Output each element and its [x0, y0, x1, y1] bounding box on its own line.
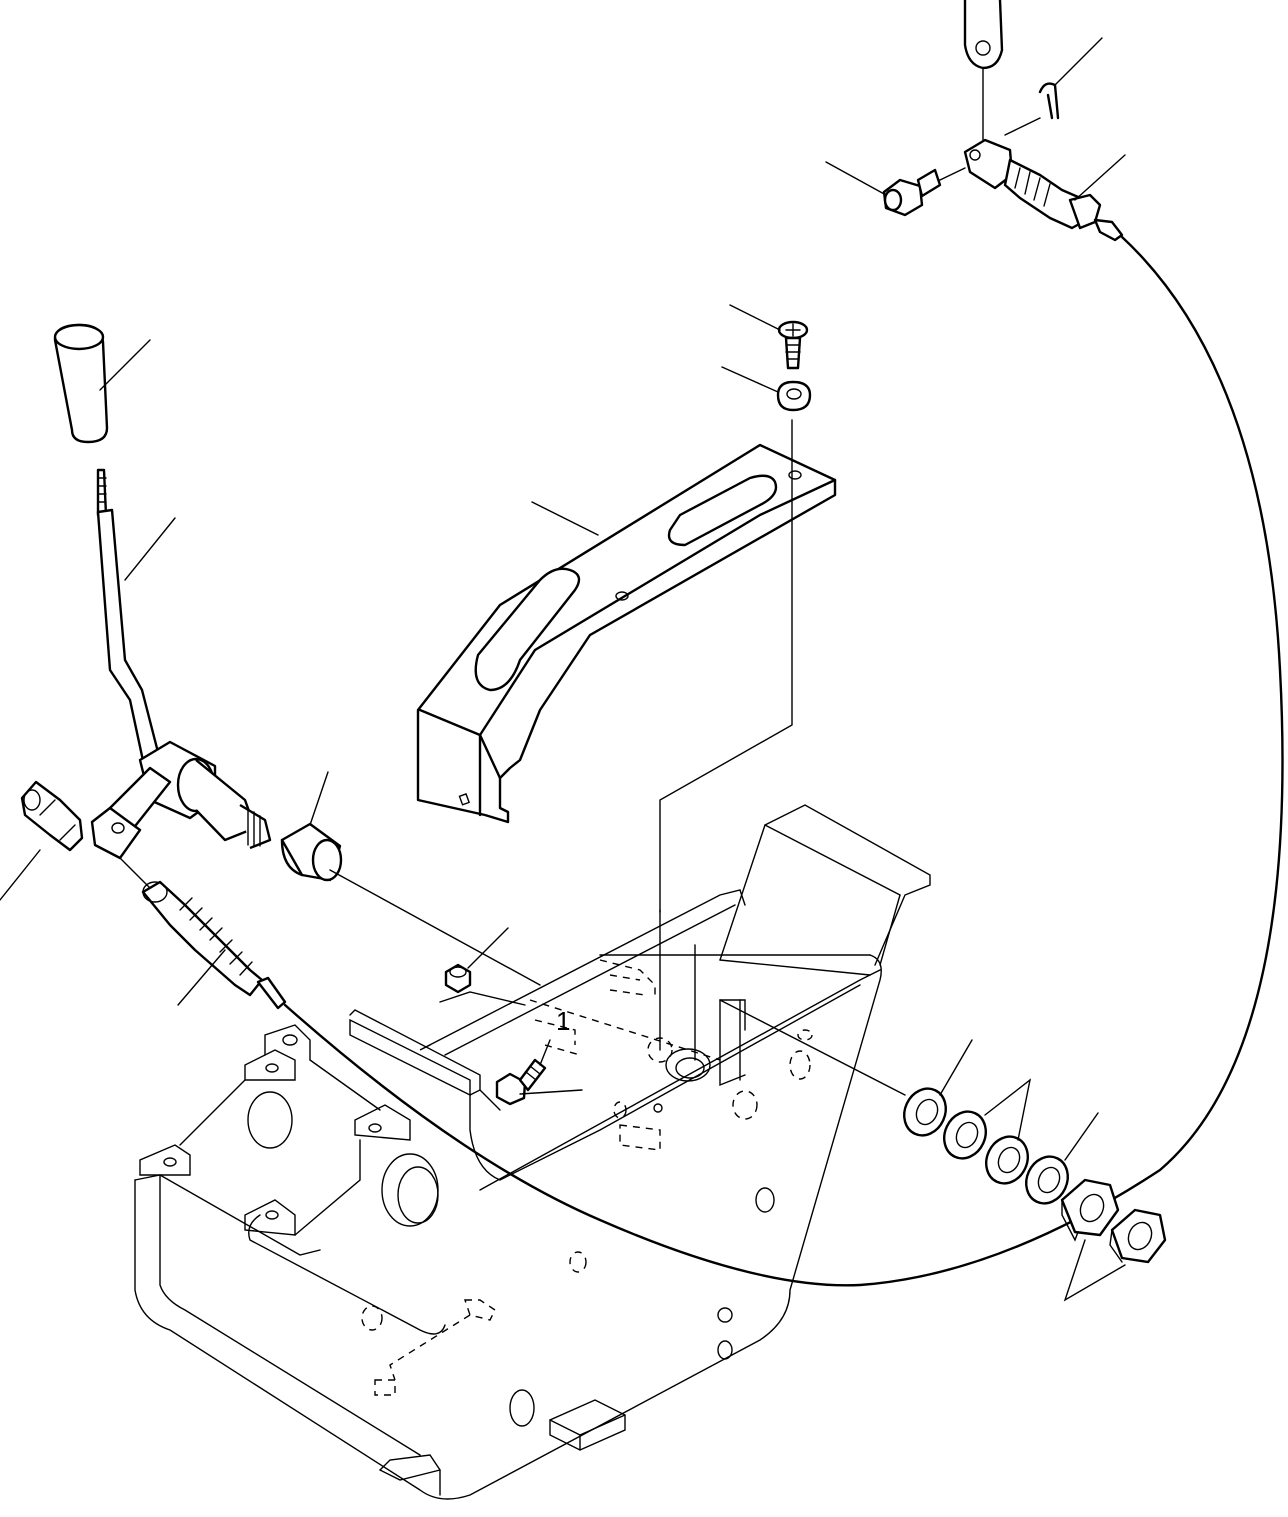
transmission-housing — [134, 804, 931, 1500]
cable-clevis — [963, 138, 1124, 242]
link-rod — [963, 0, 1004, 70]
flat-washers — [903, 1087, 1069, 1205]
cable-adjuster-threaded-end — [141, 880, 287, 1010]
leader-cotter — [1054, 37, 1103, 86]
shift-knob — [53, 323, 109, 444]
leader-set-screw — [467, 927, 509, 969]
line-bracket-down — [659, 419, 793, 913]
leader-pivot-pin — [309, 771, 329, 826]
cotter-pin — [1038, 82, 1060, 120]
hex-nuts — [1060, 1178, 1167, 1264]
shift-lever — [96, 468, 162, 772]
leader-clevis-pin — [825, 161, 887, 196]
leader-screw — [729, 304, 781, 331]
leader-clevis — [1074, 154, 1126, 201]
line-lever-to-cable — [119, 857, 151, 889]
lever-pivot-bushing — [90, 740, 272, 860]
leader-nuts — [1063, 1239, 1126, 1302]
line-housing-to-washers — [719, 999, 906, 1096]
mounting-bracket — [416, 443, 837, 824]
leader-washer-4 — [1064, 1112, 1099, 1161]
bracket-washer — [776, 380, 812, 412]
bracket-screw — [777, 320, 809, 370]
leader-adjuster — [177, 949, 226, 1006]
line-pin-to-clevis — [939, 167, 966, 181]
leader-washer-1 — [939, 1039, 973, 1096]
set-screw — [444, 963, 472, 994]
mounting-bolt — [495, 1058, 547, 1106]
leader-lever — [124, 517, 176, 581]
leader-bolt — [519, 1089, 583, 1095]
leader-clip — [0, 849, 41, 901]
line-set-screw — [439, 991, 526, 1006]
callout-label-1: 1 — [556, 1006, 570, 1036]
leader-bracket — [531, 501, 599, 536]
leader-washer — [721, 366, 779, 393]
line-cotter — [1004, 117, 1041, 136]
line-pin-to-housing — [329, 869, 541, 986]
leader-knob — [99, 339, 151, 391]
line-bolt — [539, 1039, 551, 1066]
pivot-pin — [280, 822, 343, 882]
clevis-pin — [882, 168, 942, 217]
leader-washers-2 — [984, 1078, 1032, 1141]
cable-end-clip — [20, 780, 84, 852]
